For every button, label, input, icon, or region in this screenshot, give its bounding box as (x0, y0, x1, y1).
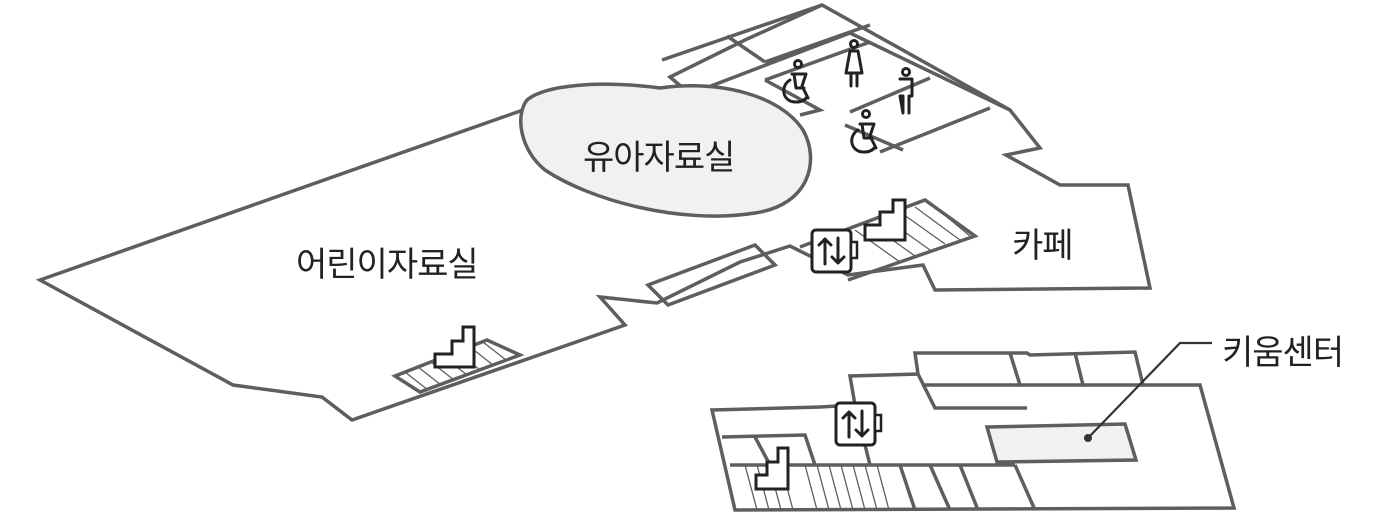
female-restroom-icon[interactable] (844, 39, 864, 88)
children-room-area[interactable] (35, 3, 1153, 422)
kiwoom-center-leader-line (1087, 341, 1212, 439)
stairs-icon[interactable] (754, 446, 790, 491)
infant-room[interactable] (519, 82, 813, 218)
children-room-label: 어린이자료실 (296, 245, 479, 285)
counter (644, 242, 779, 308)
lower-floor (709, 341, 1237, 512)
wheelchair-accessible-restroom-icon[interactable] (850, 109, 878, 154)
kiwoom-center-room[interactable] (984, 422, 1139, 464)
wheelchair-accessible-restroom-icon[interactable] (782, 59, 810, 104)
elevator-icon[interactable] (810, 228, 859, 274)
elevator-icon[interactable] (834, 401, 883, 447)
kiwoom-center-label: 키움센터 (1222, 333, 1344, 373)
upper-floor (35, 3, 1153, 422)
lower-floor-area[interactable] (709, 350, 1237, 512)
restroom-block (661, 3, 1011, 154)
infant-room-label: 유아자료실 (583, 138, 735, 178)
stairs-icon[interactable] (863, 198, 907, 242)
cafe-label: 카페 (1012, 226, 1074, 266)
stairs-icon[interactable] (433, 325, 476, 369)
male-restroom-icon[interactable] (898, 67, 914, 115)
